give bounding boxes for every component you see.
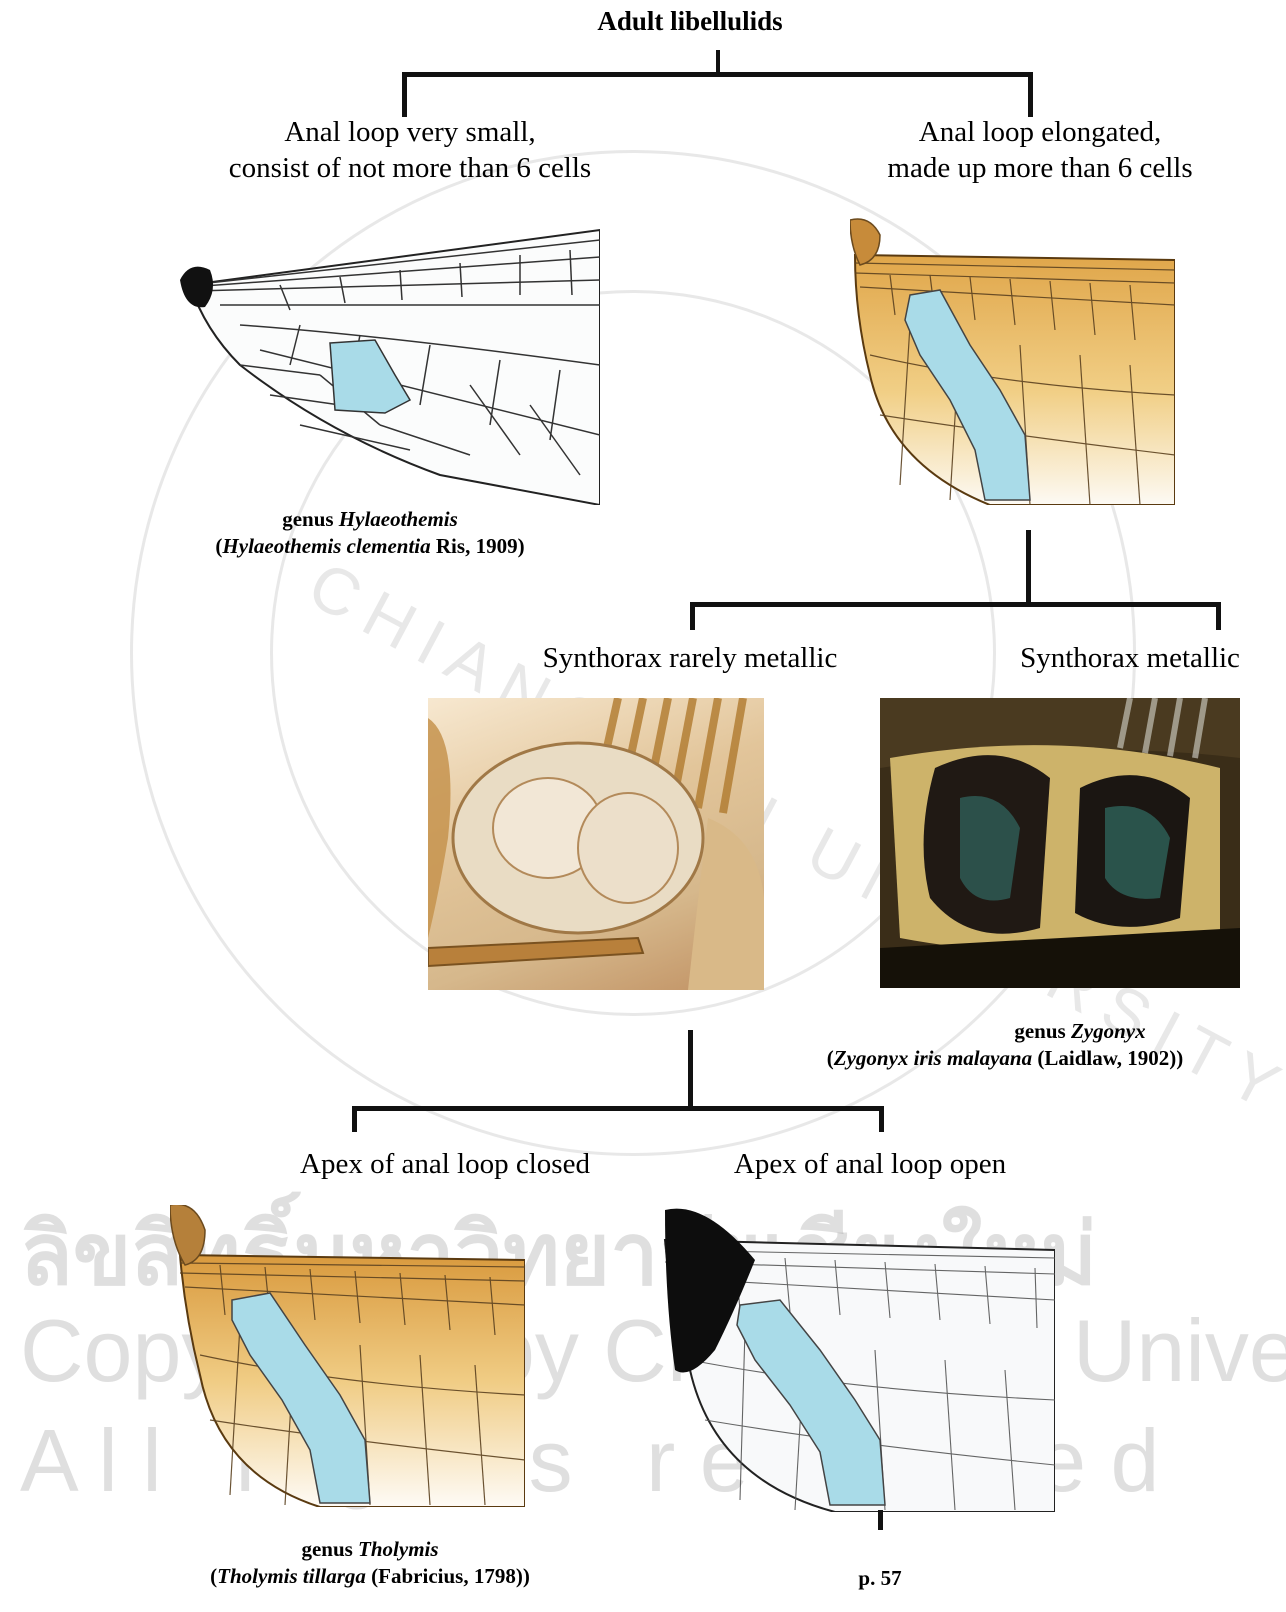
wing-image-hylaeothemis <box>180 225 600 505</box>
wing-svg-apex-open <box>645 1200 1055 1512</box>
species-zygonyx-iris-malayana: Zygonyx iris malayana <box>834 1046 1032 1070</box>
genus-tholymis: Tholymis <box>358 1537 439 1561</box>
connector-level3-right-drop <box>879 1106 884 1132</box>
synthorax-metallic-svg <box>880 698 1240 988</box>
caption-tholymis-line1: genus Tholymis <box>160 1536 580 1563</box>
genus-hylaeothemis: Hylaeothemis <box>339 507 458 531</box>
connector-apex-open-stem <box>878 1510 883 1530</box>
caption-tholymis-line2: (Tholymis tillarga (Fabricius, 1798)) <box>160 1563 580 1590</box>
connector-level1-right-drop <box>1028 72 1033 117</box>
caption-zygonyx-line1: genus Zygonyx <box>770 1018 1240 1045</box>
caption-hylaeothemis-line2: (Hylaeothemis clementia Ris, 1909) <box>190 533 550 560</box>
caption-hylaeothemis-line1: genus Hylaeothemis <box>190 506 550 533</box>
species-tholymis-tillarga: Tholymis tillarga <box>217 1564 366 1588</box>
wing-svg-elongated-loop <box>850 215 1175 505</box>
synthorax-rarely-metallic-svg <box>428 698 764 990</box>
connector-level2-bar <box>690 602 1221 607</box>
label-anal-loop-elongated-line2: made up more than 6 cells <box>860 150 1220 186</box>
page-reference: p. 57 <box>820 1565 940 1592</box>
wing-image-apex-open <box>645 1200 1055 1512</box>
connector-level3-stem <box>688 1030 693 1110</box>
species-hylaeothemis-clementia: Hylaeothemis clementia <box>222 534 430 558</box>
wing-svg-hylaeothemis <box>180 225 600 505</box>
label-synthorax-metallic: Synthorax metallic <box>1000 640 1260 676</box>
label-anal-loop-small: Anal loop very small, consist of not mor… <box>200 114 620 186</box>
caption-zygonyx-line2: (Zygonyx iris malayana (Laidlaw, 1902)) <box>770 1045 1240 1072</box>
diagram-title: Adult libellulids <box>480 6 900 37</box>
caption-hylaeothemis: genus Hylaeothemis (Hylaeothemis clement… <box>190 506 550 560</box>
wing-image-elongated-loop <box>850 215 1175 505</box>
connector-level2-left-drop <box>690 602 695 630</box>
photo-synthorax-metallic <box>880 698 1240 988</box>
label-synthorax-rarely-metallic: Synthorax rarely metallic <box>510 640 870 676</box>
photo-synthorax-rarely-metallic <box>428 698 764 990</box>
connector-level2-stem <box>1026 530 1031 605</box>
connector-level2-right-drop <box>1216 602 1221 630</box>
connector-level3-left-drop <box>352 1106 357 1132</box>
label-anal-loop-elongated-line1: Anal loop elongated, <box>860 114 1220 150</box>
wing-svg-tholymis <box>170 1205 525 1507</box>
label-apex-closed: Apex of anal loop closed <box>270 1146 620 1182</box>
label-anal-loop-small-line2: consist of not more than 6 cells <box>200 150 620 186</box>
label-anal-loop-elongated: Anal loop elongated, made up more than 6… <box>860 114 1220 186</box>
genus-zygonyx: Zygonyx <box>1071 1019 1146 1043</box>
connector-level1-bar <box>402 72 1032 77</box>
connector-level3-bar <box>352 1106 884 1111</box>
caption-tholymis: genus Tholymis (Tholymis tillarga (Fabri… <box>160 1536 580 1590</box>
wing-image-tholymis <box>170 1205 525 1507</box>
connector-level1-left-drop <box>402 72 407 117</box>
label-anal-loop-small-line1: Anal loop very small, <box>200 114 620 150</box>
caption-zygonyx: genus Zygonyx (Zygonyx iris malayana (La… <box>770 1018 1240 1072</box>
label-apex-open: Apex of anal loop open <box>700 1146 1040 1182</box>
